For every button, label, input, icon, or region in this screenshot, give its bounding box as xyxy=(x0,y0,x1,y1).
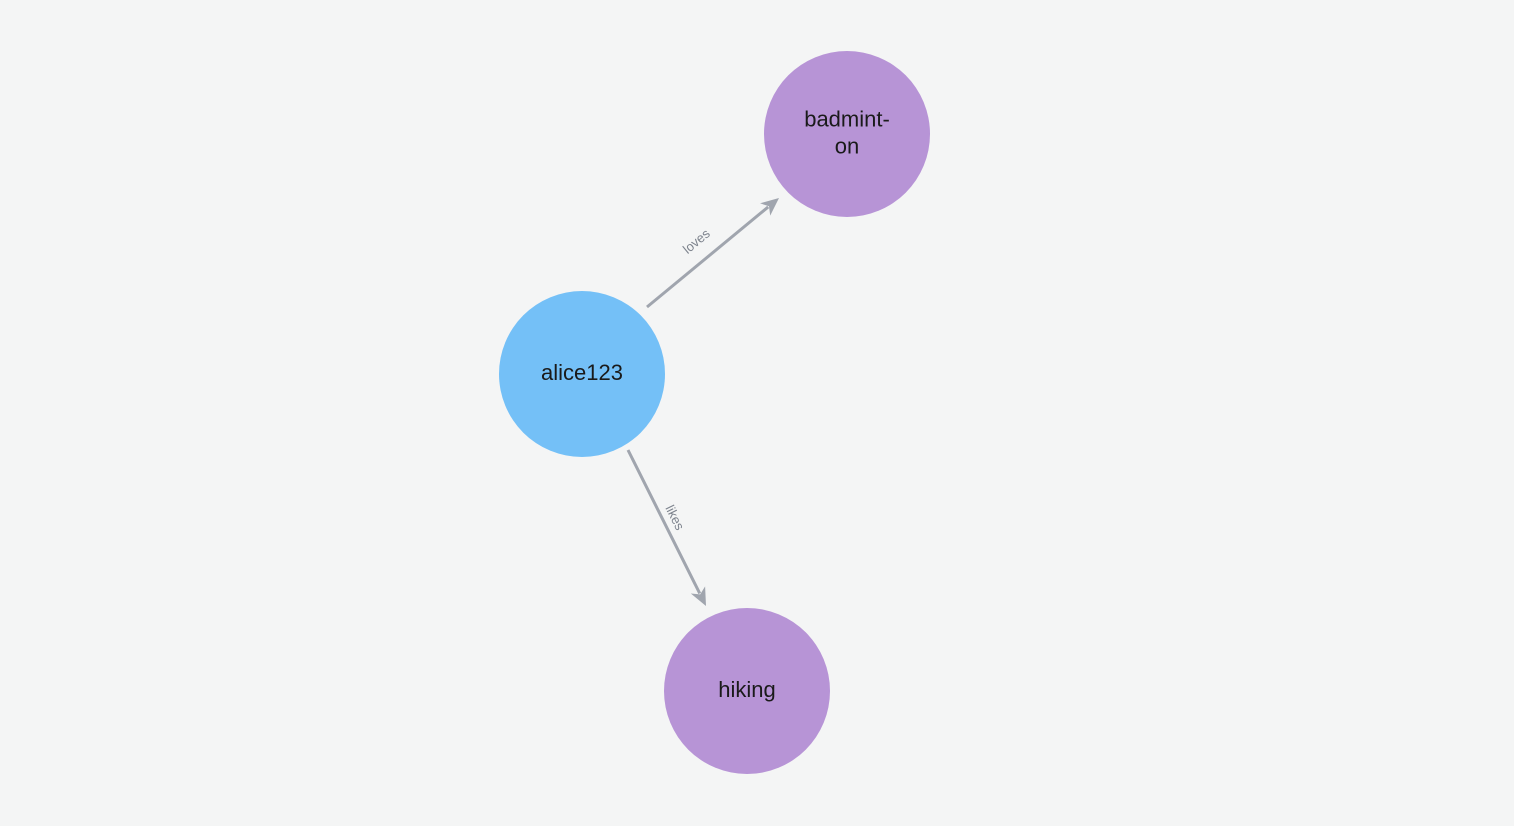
node-alice123[interactable]: alice123 xyxy=(499,291,665,457)
edge-label-loves: loves xyxy=(680,225,713,256)
edge-line[interactable] xyxy=(646,205,770,309)
node-circle-hiking[interactable] xyxy=(664,608,830,774)
node-circle-badminton[interactable] xyxy=(764,51,930,217)
arrowhead-icon xyxy=(690,586,706,606)
edge-line[interactable] xyxy=(626,449,702,595)
node-badminton[interactable]: badmint-on xyxy=(764,51,930,217)
edge-alice123-likes-hiking[interactable]: likes xyxy=(626,449,706,606)
node-hiking[interactable]: hiking xyxy=(664,608,830,774)
edge-alice123-loves-badminton[interactable]: loves xyxy=(646,198,779,309)
arrowhead-icon xyxy=(760,198,779,216)
node-layer: alice123 badmint-on hiking xyxy=(499,51,930,774)
node-circle-alice123[interactable] xyxy=(499,291,665,457)
